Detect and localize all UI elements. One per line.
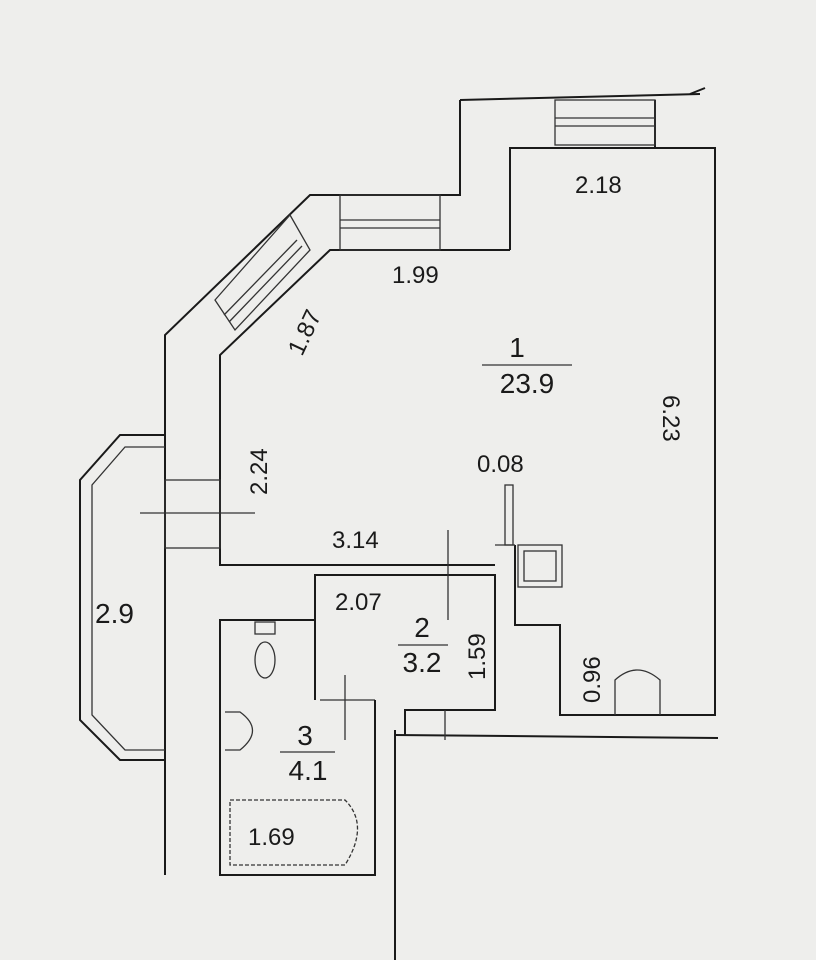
dim-window-wall: 1.99 xyxy=(392,262,439,289)
dim-kitchen-step: 0.96 xyxy=(579,656,606,703)
dim-balcony: 2.9 xyxy=(95,598,134,629)
room-1-number: 1 xyxy=(509,332,525,363)
room-2-number: 2 xyxy=(414,612,430,643)
room-3-area: 4.1 xyxy=(289,755,328,786)
dim-room2-width: 2.07 xyxy=(335,589,382,616)
dim-lower-wall: 3.14 xyxy=(332,527,379,554)
bathtub-icon xyxy=(229,799,358,866)
sink-icon xyxy=(614,669,661,715)
balcony xyxy=(79,434,165,761)
dim-bathtub: 1.69 xyxy=(248,824,295,851)
dim-room2-depth: 1.59 xyxy=(464,633,491,680)
room-2-walls xyxy=(314,484,515,740)
stove-icon xyxy=(517,544,563,588)
dim-left-wall: 2.24 xyxy=(246,448,273,495)
bathroom-walls xyxy=(219,619,376,876)
sink-icon xyxy=(225,711,254,751)
dim-partition-gap: 0.08 xyxy=(477,451,524,478)
room-1-area: 23.9 xyxy=(500,368,555,399)
windows xyxy=(140,99,656,549)
dim-right-wall: 6.23 xyxy=(657,395,684,442)
toilet-icon xyxy=(254,641,276,679)
kitchen-fixtures xyxy=(517,544,661,715)
room-3-number: 3 xyxy=(297,720,313,751)
dim-top-wall: 2.18 xyxy=(575,172,622,199)
room-2-area: 3.2 xyxy=(403,647,442,678)
